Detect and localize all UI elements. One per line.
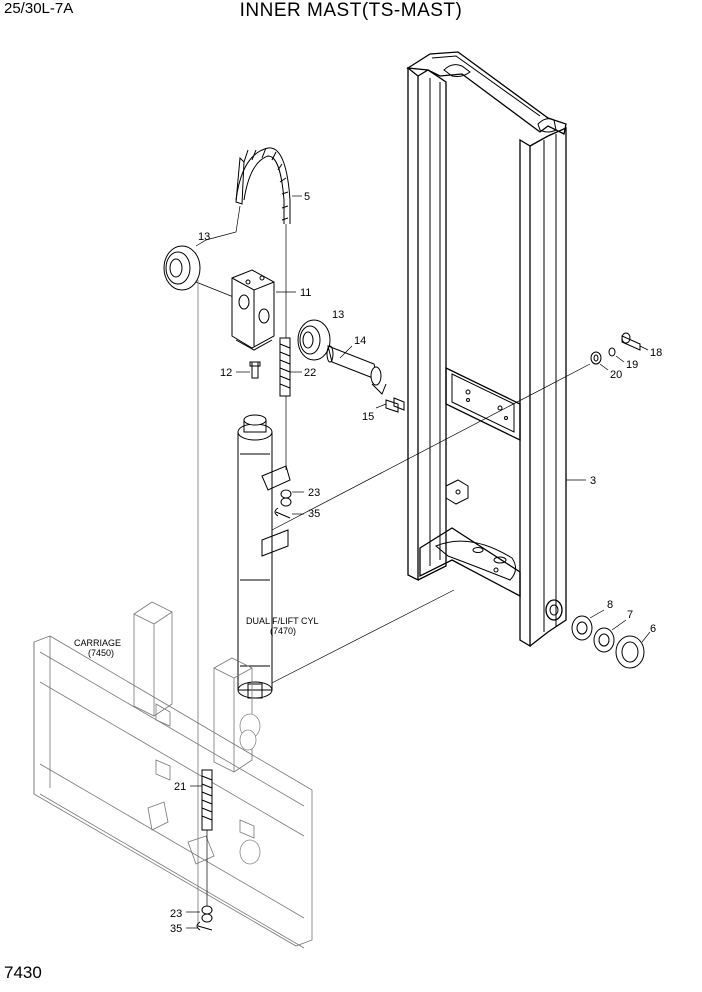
label-p35a: 35 <box>308 508 320 520</box>
label-p18: 18 <box>650 347 662 359</box>
label-p19: 19 <box>626 359 638 371</box>
model-code: 25/30L-7A <box>4 0 74 17</box>
label-p7: 7 <box>627 609 633 621</box>
label-p6: 6 <box>650 623 656 635</box>
small-hardware-drawing <box>236 224 405 470</box>
label-p35b: 35 <box>170 923 182 935</box>
label-p11: 11 <box>300 287 311 299</box>
label-p14: 14 <box>354 335 366 347</box>
label-p13a: 13 <box>198 231 210 243</box>
label-p8: 8 <box>607 599 613 611</box>
carriage-ref-code: (7450) <box>88 648 114 658</box>
label-p22: 22 <box>304 367 316 379</box>
label-p21: 21 <box>174 781 186 793</box>
chain-drawing <box>235 147 302 224</box>
inner-mast-drawing <box>261 51 586 689</box>
sheave-left-drawing <box>163 205 241 299</box>
part-labels: 3 5 6 7 8 11 12 13 13 14 15 18 19 20 21 … <box>170 191 662 935</box>
cylinder-ref-name: DUAL F/LIFT CYL <box>246 616 319 626</box>
label-p23a: 23 <box>308 487 320 499</box>
page-title: INNER MAST(TS-MAST) <box>239 0 463 21</box>
carriage-drawing <box>33 280 313 949</box>
reference-labels: CARRIAGE (7450) DUAL F/LIFT CYL (7470) <box>74 616 319 658</box>
label-p5: 5 <box>304 191 310 203</box>
sheave-right-and-pin-drawing <box>297 319 387 395</box>
label-p13b: 13 <box>332 309 344 321</box>
roller-group-drawing <box>571 609 651 669</box>
page-code: 7430 <box>4 963 42 982</box>
sheave-bracket-drawing <box>231 269 296 351</box>
lower-anchor-group-drawing <box>186 769 213 931</box>
carriage-ref-name: CARRIAGE <box>74 638 121 648</box>
label-p15: 15 <box>362 411 374 423</box>
cylinder-ref-code: (7470) <box>270 626 296 636</box>
label-p20: 20 <box>610 369 622 381</box>
lift-cylinder-drawing <box>237 414 304 699</box>
label-p23b: 23 <box>170 908 182 920</box>
label-p3: 3 <box>590 475 596 487</box>
label-p12: 12 <box>220 367 232 379</box>
side-bolt-group-drawing <box>271 332 649 531</box>
